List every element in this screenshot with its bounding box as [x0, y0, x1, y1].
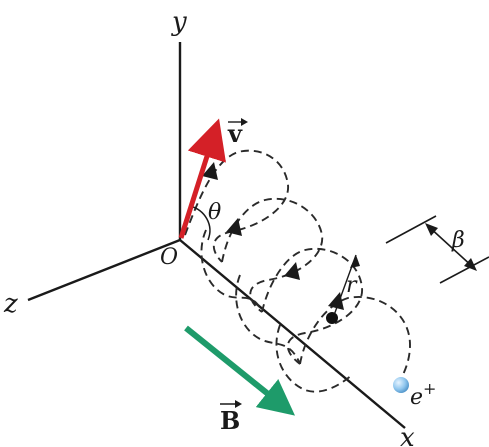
particle-symbol: e — [410, 385, 423, 410]
helix-loop-1 — [184, 149, 289, 263]
pitch-arrowhead-bottom — [464, 258, 477, 271]
helix-arrow-1 — [202, 162, 218, 180]
field-label: B — [220, 406, 240, 435]
helix-arrow-2 — [226, 218, 242, 236]
helix-arrow-4 — [328, 292, 344, 310]
helix-front-2 — [235, 274, 301, 365]
pitch-label: β — [451, 228, 465, 253]
particle-charge: + — [423, 379, 436, 398]
z-axis — [27, 238, 181, 302]
helix-arrowheads — [202, 162, 344, 310]
helix-front-3 — [275, 324, 353, 393]
radius-arrowhead — [350, 255, 360, 268]
pitch-arrowhead-top — [425, 223, 438, 236]
helix-loop-3 — [261, 247, 363, 365]
velocity-vector — [178, 118, 226, 239]
helix-arrow-3 — [284, 262, 300, 280]
field-label-arrowhead — [235, 400, 242, 408]
x-axis — [179, 239, 406, 429]
velocity-label: v — [227, 119, 243, 148]
x-axis-label: x — [400, 423, 415, 447]
origin-label: O — [160, 245, 178, 270]
pitch-dimension-line — [427, 225, 475, 269]
particle-label: e+ — [410, 379, 436, 410]
angle-label: θ — [208, 200, 221, 225]
pitch-tick-2 — [439, 256, 489, 284]
helix-loop-4 — [299, 296, 411, 387]
angle-arc — [189, 205, 211, 241]
pitch-marker — [385, 215, 489, 284]
radius-label: r — [346, 273, 358, 298]
positron-particle — [393, 377, 409, 393]
helix-axis-center-dot — [326, 312, 338, 324]
helix-loop-2 — [221, 197, 324, 313]
velocity-label-arrowhead — [241, 118, 248, 126]
z-axis-label: z — [3, 289, 18, 319]
field-vector — [184, 325, 296, 416]
pitch-tick-1 — [385, 215, 437, 244]
y-axis-label: y — [171, 7, 187, 37]
